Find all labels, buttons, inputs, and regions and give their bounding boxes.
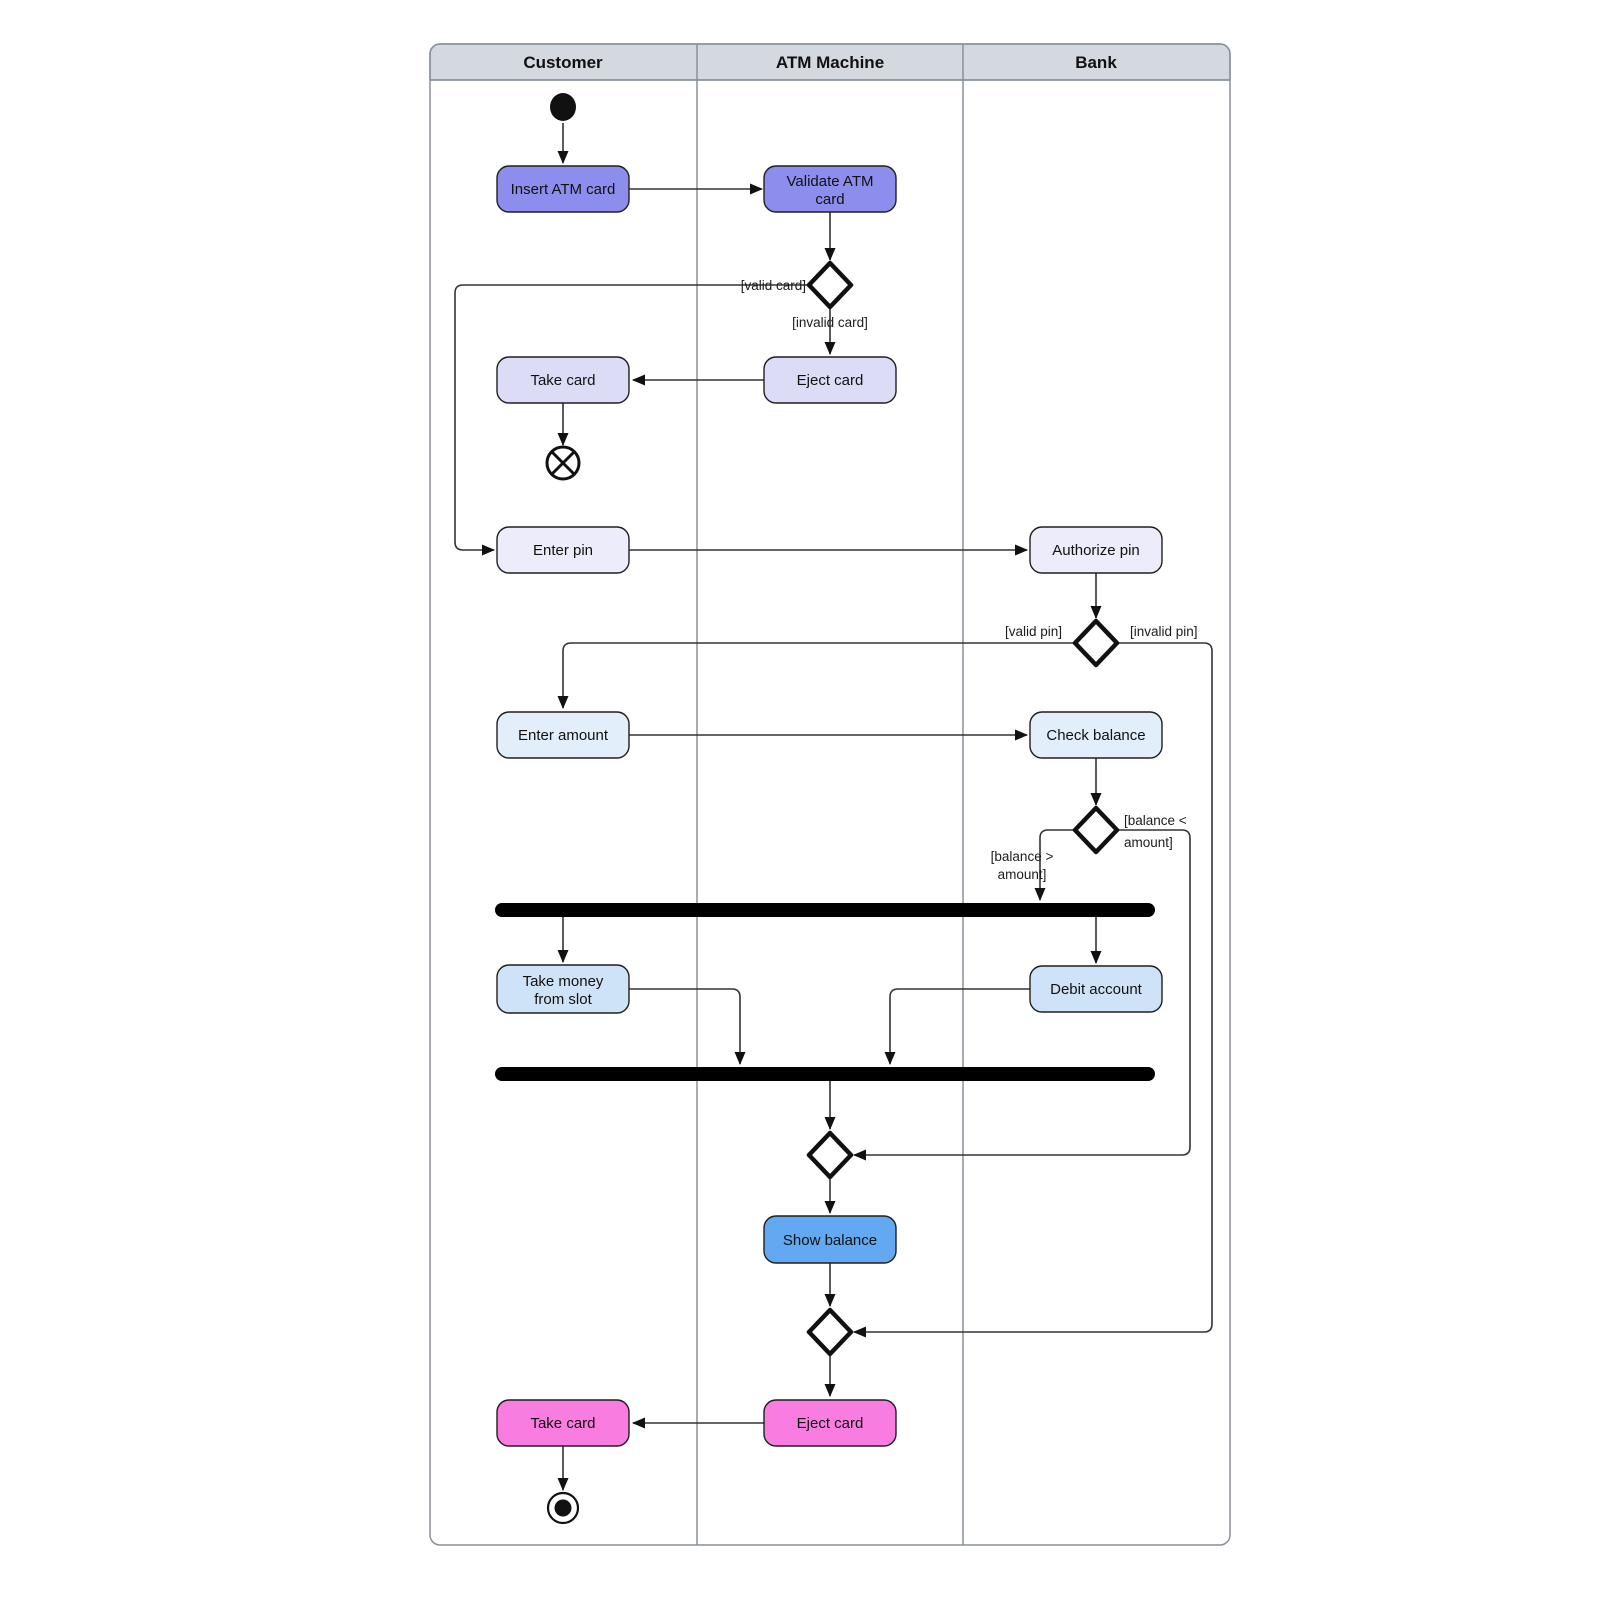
activity-eject-card-bottom: Eject card (763, 1399, 897, 1447)
activity-authorize-pin: Authorize pin (1029, 526, 1163, 574)
guard-balance-lt-line1: [balance < (1124, 813, 1187, 828)
activity-label: Enter pin (533, 542, 593, 559)
fork-bar (495, 903, 1155, 917)
guard-balance-lt-line2: amount] (1124, 835, 1173, 850)
guard-labels: [valid card] [invalid card] [valid pin] … (741, 278, 1198, 882)
activity-label: Take card (530, 1415, 595, 1432)
decision-pin-valid (1072, 618, 1120, 668)
activity-label: from slot (534, 991, 592, 1008)
activity-eject-card-top: Eject card (763, 356, 897, 404)
edges (454, 123, 1213, 1491)
activity-label: Take money (523, 973, 604, 990)
activity-label: Eject card (797, 372, 864, 389)
activity-label: Enter amount (518, 727, 609, 744)
activity-label: Validate ATM (787, 173, 874, 190)
activity-enter-pin: Enter pin (496, 526, 630, 574)
activity-label: Debit account (1050, 981, 1143, 998)
nodes: Insert ATM card Validate ATM card Take c… (495, 93, 1163, 1525)
edge-balance-gt-to-fork (1034, 829, 1075, 901)
lane-title-customer: Customer (523, 53, 603, 72)
activity-validate-atm-card: Validate ATM card (763, 165, 897, 213)
guard-balance-gt-line2: amount] (998, 867, 1047, 882)
activity-label: Eject card (797, 1415, 864, 1432)
guard-balance-gt-line1: [balance > (991, 849, 1054, 864)
guard-invalid-pin: [invalid pin] (1130, 624, 1198, 639)
diagram-outer-border (429, 43, 1231, 1546)
join-bar (495, 1067, 1155, 1081)
activity-take-money-from-slot: Take money from slot (496, 964, 630, 1014)
activity-label: Insert ATM card (511, 181, 616, 198)
activity-show-balance: Show balance (763, 1215, 897, 1264)
flow-final-node (545, 445, 581, 481)
edge-valid-card-to-enter-pin (454, 284, 809, 556)
activity-label: card (815, 191, 844, 208)
edge-balance-lt-to-merge1 (853, 829, 1191, 1161)
activity-take-card-bottom: Take card (496, 1399, 630, 1447)
guard-invalid-card: [invalid card] (792, 315, 868, 330)
activity-label: Check balance (1046, 727, 1145, 744)
activity-check-balance: Check balance (1029, 711, 1163, 759)
decision-card-valid (806, 260, 854, 310)
swimlane-frame: Customer ATM Machine Bank (429, 43, 1231, 1546)
activity-debit-account: Debit account (1029, 965, 1163, 1013)
decision-balance (1072, 805, 1120, 855)
edge-debit-to-join (884, 988, 1030, 1065)
merge-before-eject (806, 1307, 854, 1357)
merge-after-join (806, 1130, 854, 1180)
activity-take-card-top: Take card (496, 356, 630, 404)
activity-label: Show balance (783, 1232, 877, 1249)
edge-invalid-pin-to-merge2 (853, 642, 1213, 1338)
guard-valid-card: [valid card] (741, 278, 806, 293)
activity-enter-amount: Enter amount (496, 711, 630, 759)
edge-valid-pin-to-enter-amount (557, 642, 1074, 709)
lane-title-bank: Bank (1075, 53, 1117, 72)
activity-insert-atm-card: Insert ATM card (496, 165, 630, 213)
edge-take-money-to-join (629, 988, 746, 1065)
activity-label: Authorize pin (1052, 542, 1140, 559)
activity-label: Take card (530, 372, 595, 389)
guard-valid-pin: [valid pin] (1005, 624, 1062, 639)
start-node (550, 93, 576, 121)
lane-title-atm-machine: ATM Machine (776, 53, 884, 72)
final-node (546, 1491, 580, 1525)
